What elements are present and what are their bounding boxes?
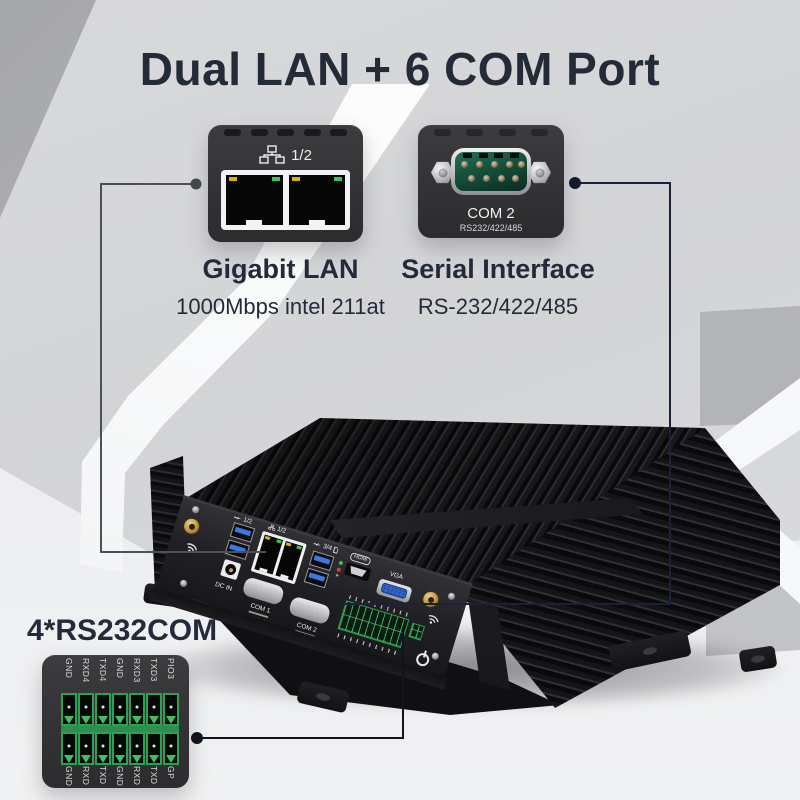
terminal-cell	[146, 732, 162, 765]
terminal-cell	[95, 693, 111, 726]
screw	[430, 651, 440, 661]
terminal-column	[61, 693, 77, 765]
terminal-heading: 4*RS232COM	[27, 614, 218, 647]
green-led	[338, 560, 344, 566]
sim-slot-icon	[333, 546, 339, 554]
hex-screw-icon	[431, 161, 454, 184]
com1-label: COM 1	[248, 603, 271, 619]
terminal-column	[163, 693, 179, 765]
terminal-column	[129, 693, 145, 765]
terminal-grid	[61, 693, 179, 765]
indicator-icon: *	[333, 572, 340, 582]
com1-port	[241, 576, 286, 606]
terminal-cell	[163, 732, 179, 765]
db9-connector	[451, 148, 531, 195]
serial-subheading: RS-232/422/485	[417, 294, 579, 319]
terminal-block-small	[408, 622, 426, 641]
lan-subheading: 1000Mbps intel 211at	[176, 294, 385, 319]
terminal-pin-label: TXD	[149, 766, 159, 785]
vent-slots	[224, 129, 347, 136]
rj45-bezel	[221, 170, 350, 230]
terminal-top-pin-labels: GND RXD4 TXD4 GND RXD3 TXD3 PIO3	[61, 658, 179, 691]
vga-port	[375, 578, 413, 604]
terminal-pin-label: RXD4	[81, 658, 91, 683]
screw	[179, 579, 188, 588]
lan-heading-block: Gigabit LAN 1000Mbps intel 211at	[148, 254, 413, 320]
rj45-port	[288, 175, 345, 225]
mini-pc: 1/2 1/2	[130, 390, 800, 725]
serial-heading-block: Serial Interface RS-232/422/485	[378, 254, 618, 320]
lan-callout-header: 1/2	[208, 145, 363, 165]
terminal-pin-label: GND	[64, 766, 74, 787]
terminal-pin-label: TXD4	[98, 658, 108, 682]
terminal-cell	[112, 732, 128, 765]
terminal-cell	[112, 693, 128, 726]
terminal-cell	[61, 732, 77, 765]
lan-ports	[250, 530, 307, 585]
com2-label: COM 2	[294, 622, 317, 638]
terminal-cell	[61, 693, 77, 726]
terminal-column	[78, 693, 94, 765]
terminal-pin-label: TXD	[98, 766, 108, 785]
terminal-pin-label: RXD3	[132, 658, 142, 683]
rj45-port	[226, 175, 283, 225]
terminal-column	[95, 693, 111, 765]
com2-port	[287, 595, 332, 626]
terminal-pin-label: GND	[115, 766, 125, 787]
terminal-cell	[78, 732, 94, 765]
network-icon	[259, 145, 285, 164]
com-port-sublabel: RS232/422/485	[459, 223, 523, 233]
terminal-cell	[78, 693, 94, 726]
lan-ports-callout: 1/2	[208, 125, 363, 242]
wifi-icon	[428, 615, 439, 624]
terminal-cell	[129, 693, 145, 726]
terminal-bottom-pin-labels: GND RXD TXD GND RXD TXD GP	[61, 766, 179, 788]
db9-shroud-slots	[463, 153, 519, 158]
lan-port-group-label: 1/2	[291, 146, 312, 164]
terminal-cell	[146, 693, 162, 726]
terminal-pin-label: GND	[115, 658, 125, 679]
vga-label: VGA	[388, 570, 404, 582]
antenna-connector	[420, 588, 442, 610]
com-port-callout: COM 2 RS232/422/485	[418, 125, 564, 238]
terminal-column	[146, 693, 162, 765]
lan-heading: Gigabit LAN	[202, 254, 359, 284]
terminal-pin-label: RXD	[81, 766, 91, 786]
dc-in-label: DC IN	[214, 581, 233, 593]
terminal-cell	[129, 732, 145, 765]
lan-label: 1/2	[267, 523, 287, 535]
terminal-pin-label: PIO3	[166, 658, 176, 680]
com-port-label: COM 2	[467, 205, 515, 222]
usb-ports-34	[303, 550, 335, 589]
status-leds: *	[333, 560, 344, 582]
terminal-cell	[163, 693, 179, 726]
usb-icon	[233, 516, 241, 520]
power-button	[414, 650, 431, 668]
antenna-connector	[181, 515, 203, 537]
terminal-cell	[95, 732, 111, 765]
terminal-column	[112, 693, 128, 765]
usb-icon	[313, 543, 321, 546]
terminal-pin-label: TXD3	[149, 658, 159, 682]
network-icon	[267, 524, 276, 532]
terminal-pin-label: GND	[64, 658, 74, 679]
hex-screw-icon	[528, 161, 551, 184]
terminal-pin-label: RXD	[132, 766, 142, 786]
page-title: Dual LAN + 6 COM Port	[139, 43, 661, 95]
terminal-pin-label: GP	[166, 766, 176, 780]
terminal-block	[337, 600, 410, 649]
dc-in-jack	[220, 558, 242, 581]
screw	[447, 591, 456, 601]
serial-heading: Serial Interface	[401, 254, 595, 284]
usb-ports-12	[224, 522, 256, 561]
db9-face	[455, 152, 527, 191]
screw	[191, 505, 201, 515]
usb34-label: 3/4	[313, 540, 339, 554]
vent-slots	[434, 129, 548, 136]
wifi-icon	[187, 543, 197, 552]
